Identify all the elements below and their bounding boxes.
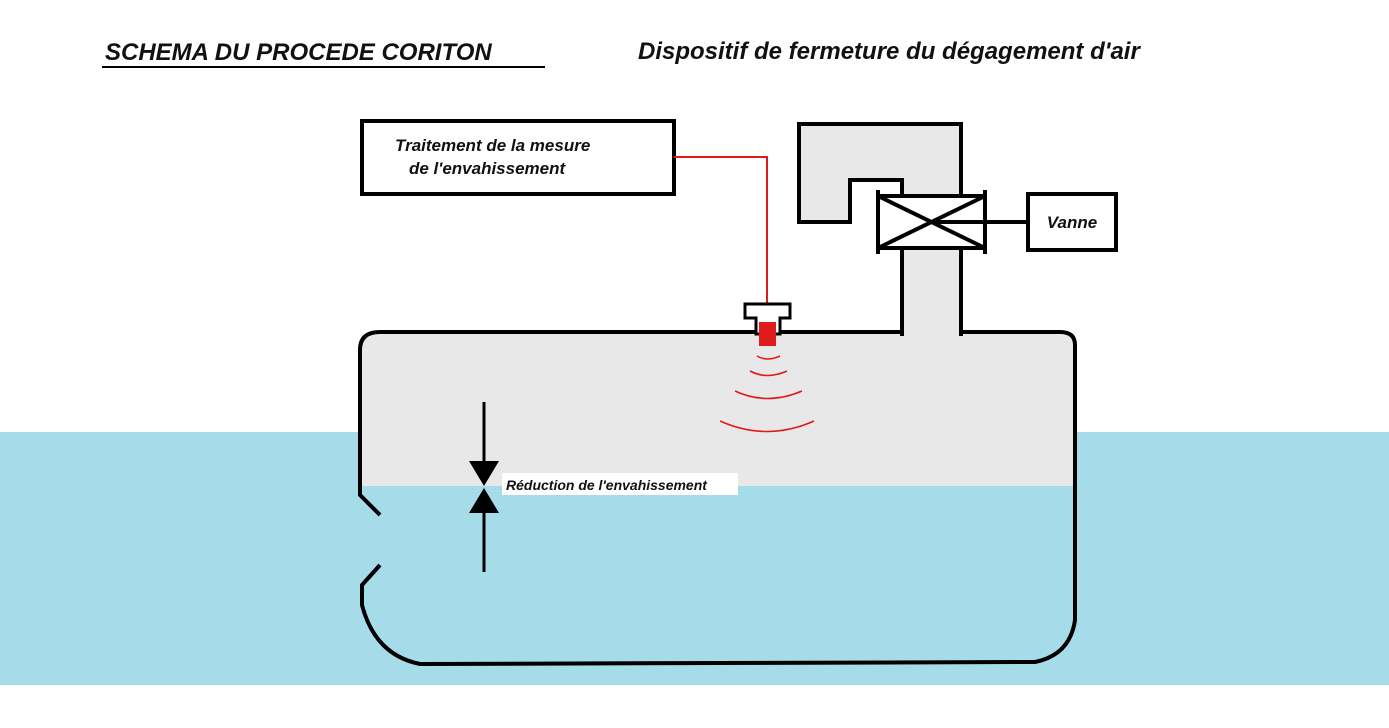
vent-pipe-lower (902, 248, 961, 334)
hull-flood-water (360, 486, 1075, 664)
hull-outline (358, 330, 1077, 666)
valve-label: Vanne (1047, 213, 1097, 232)
double-arrow-icon (469, 402, 499, 572)
hull-air (360, 332, 1075, 486)
butterfly-valve-icon (876, 190, 1028, 254)
signal-line (674, 156, 768, 322)
page-title: SCHEMA DU PROCEDE CORITON (105, 39, 492, 66)
processing-box (360, 119, 676, 196)
valve-actuator-box (1026, 192, 1118, 252)
ultrasonic-sensor-icon (743, 302, 792, 346)
processing-label-line1: Traitement de la mesure (395, 136, 590, 155)
reduction-label-bg (502, 473, 738, 495)
sound-waves (719, 355, 815, 433)
reduction-label: Réduction de l'envahissement (506, 477, 708, 493)
processing-label-line2: de l'envahissement (409, 159, 567, 178)
page-subtitle: Dispositif de fermeture du dégagement d'… (638, 38, 1141, 65)
